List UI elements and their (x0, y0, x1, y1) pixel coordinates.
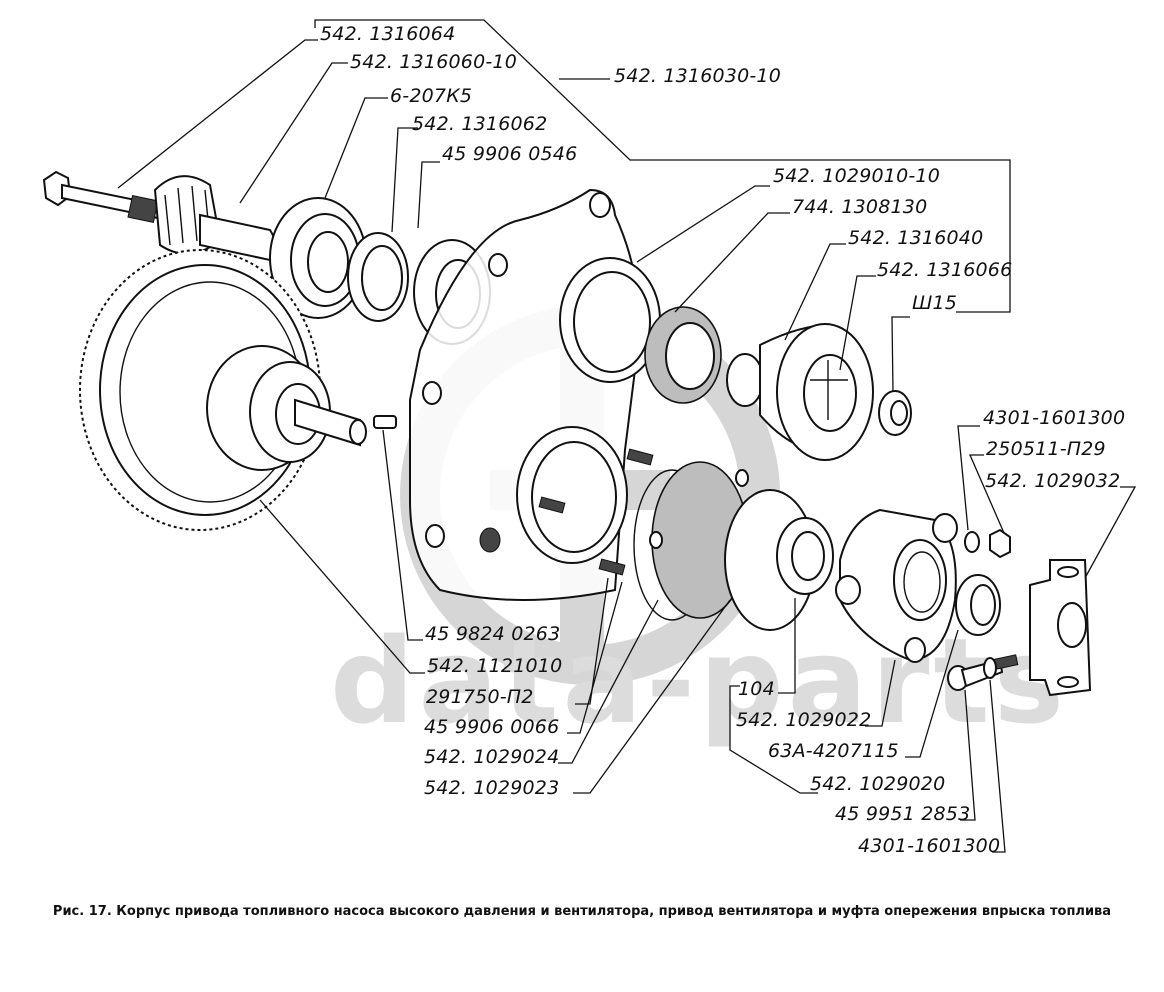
label-291750-P2: 291750-П2 (426, 686, 534, 708)
label-45-9824-0263: 45 9824 0263 (425, 623, 560, 645)
part-housing-542-1029010-10 (409, 188, 661, 601)
label-542-1029010-10: 542. 1029010-10 (773, 165, 940, 187)
label-45-9906-0066: 45 9906 0066 (424, 716, 559, 738)
label-250511-P29: 250511-П29 (986, 438, 1106, 460)
part-bearing-104 (776, 517, 834, 595)
label-542-1316040: 542. 1316040 (848, 227, 983, 249)
label-542-1316030-10: 542. 1316030-10 (614, 65, 781, 87)
part-nut-250511-P29 (989, 528, 1011, 559)
part-bolt-45-9951-2853 (947, 654, 1019, 691)
label-542-1029023: 542. 1029023 (424, 777, 559, 799)
part-bearing-6-207K5 (269, 197, 367, 319)
label-542-1029024: 542. 1029024 (424, 746, 559, 768)
part-flange-542-1029022 (835, 508, 958, 663)
label-542-1029032: 542. 1029032 (985, 470, 1120, 492)
part-ring-542-1316062 (347, 232, 409, 322)
label-45-9951-2853: 45 9951 2853 (835, 803, 970, 825)
label-542-1029020: 542. 1029020 (810, 773, 945, 795)
part-key-45-9824-0263 (373, 415, 397, 429)
part-seal-63A-4207115 (955, 574, 1001, 636)
label-4301-1601300-top: 4301-1601300 (983, 407, 1125, 429)
label-542-1316062: 542. 1316062 (412, 113, 547, 135)
label-sh15: Ш15 (912, 292, 957, 314)
label-542-1316066: 542. 1316066 (877, 259, 1012, 281)
part-seal-744-1308130 (644, 306, 722, 404)
label-6-207K5: 6-207К5 (390, 85, 472, 107)
figure-caption: Рис. 17. Корпус привода топливного насос… (52, 904, 1112, 919)
label-63A-4207115: 63А-4207115 (768, 740, 899, 762)
label-542-1316060-10: 542. 1316060-10 (350, 51, 517, 73)
label-542-1121010: 542. 1121010 (427, 655, 562, 677)
label-744-1308130: 744. 1308130 (792, 196, 927, 218)
part-large-gear-542-1121010 (79, 249, 367, 531)
label-45-9906-0546: 45 9906 0546 (442, 143, 577, 165)
part-coupling-plate-542-1029032 (1029, 559, 1092, 697)
part-drive-gear-542-1316060-10 (153, 175, 276, 262)
part-gasket-542-1029023 (649, 461, 749, 619)
label-542-1029022: 542. 1029022 (736, 709, 871, 731)
part-labels: 542. 1316064 542. 1316060-10 6-207К5 542… (320, 23, 1125, 857)
label-104: 104 (738, 678, 775, 700)
label-542-1316064: 542. 1316064 (320, 23, 455, 45)
part-bearing-sh15 (878, 390, 912, 436)
label-4301-1601300-bottom: 4301-1601300 (858, 835, 1000, 857)
part-hub-542-1316040 (726, 323, 874, 461)
part-washer-4301-1601300 (964, 531, 980, 553)
part-bolt-542-1316064 (42, 170, 162, 224)
leader-lines (117, 19, 1137, 853)
